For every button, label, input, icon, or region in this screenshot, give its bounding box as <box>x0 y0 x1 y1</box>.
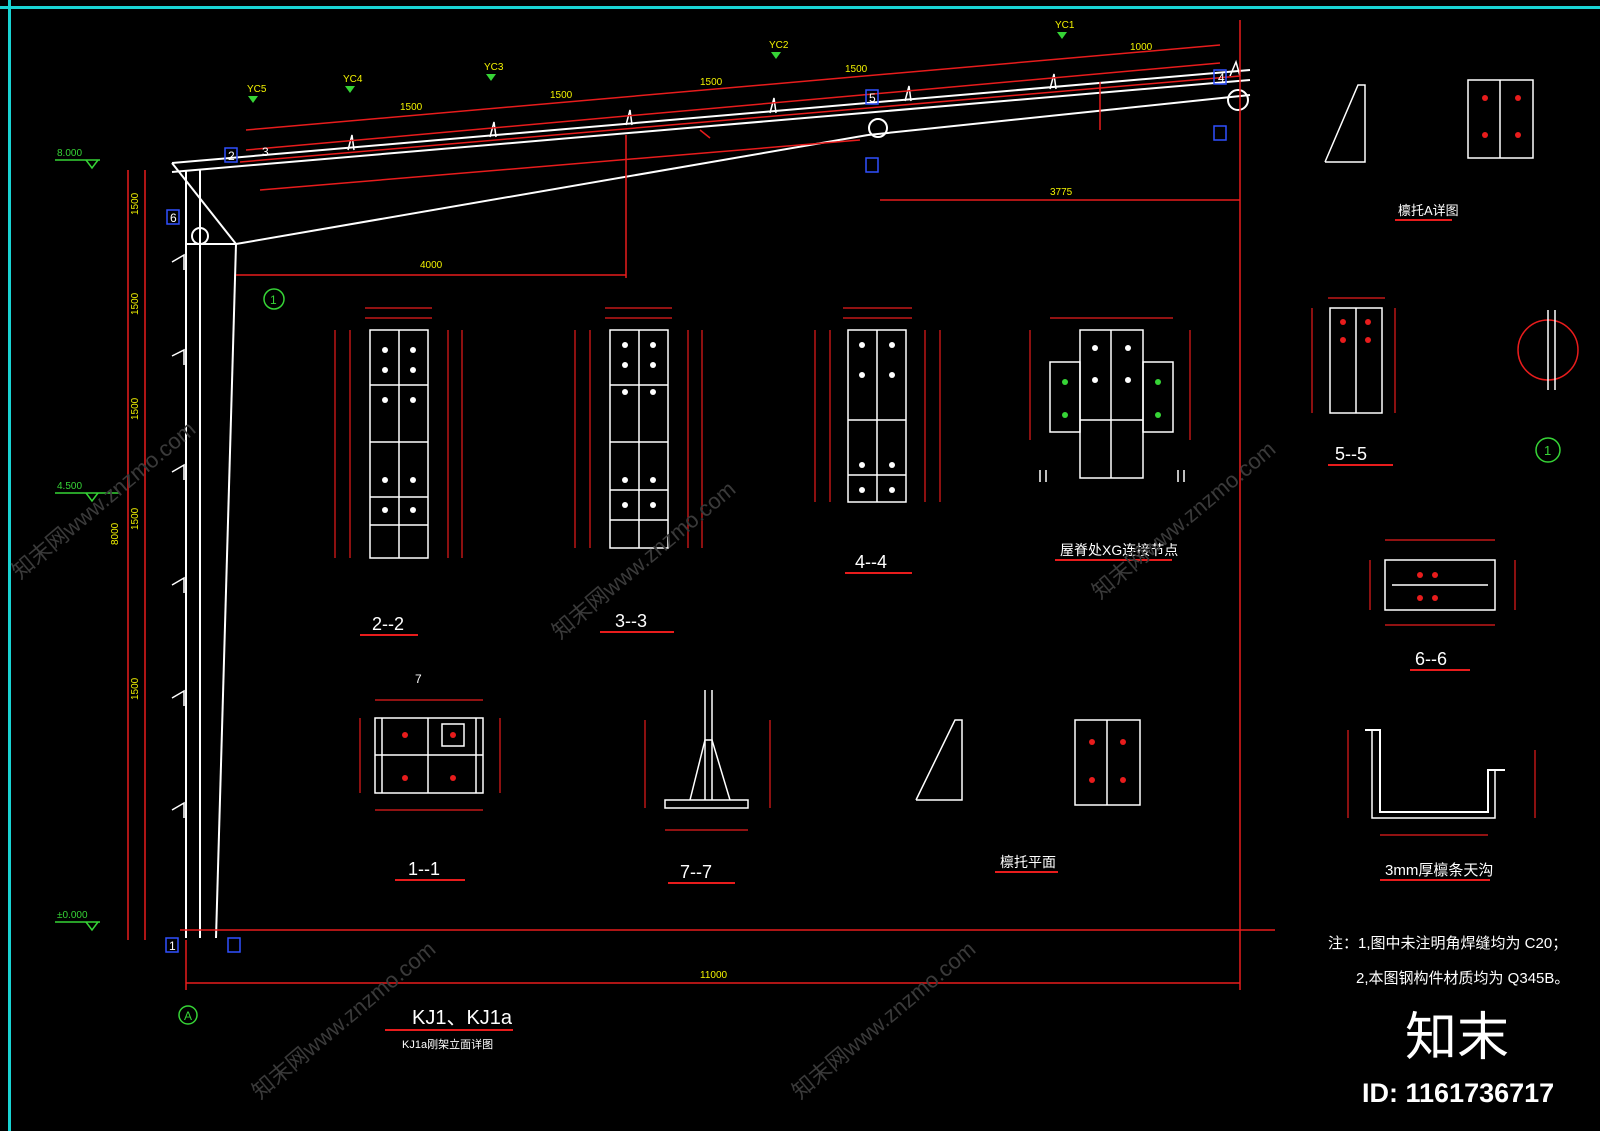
section-title-7-7: 7--7 <box>680 862 712 882</box>
purlin-label-1: YC5 <box>247 84 267 95</box>
detail-7-7: 7--7 <box>644 690 771 884</box>
portal-frame <box>171 69 1251 939</box>
detail-fin-plan: 檩托平面 <box>915 719 1141 873</box>
detail-1-1: 1--1 <box>359 699 501 881</box>
rafter-dim-1: 1500 <box>400 102 423 113</box>
frame-title: KJ1、KJ1a <box>412 1007 513 1029</box>
section-title-bracket-a: 檩托A详图 <box>1398 203 1459 218</box>
dimension-lines <box>127 20 1275 990</box>
section-title-1-1: 1--1 <box>408 859 440 879</box>
section-title-xg: 屋脊处XG连接节点 <box>1060 542 1178 558</box>
purlin-label-3: YC3 <box>484 62 504 73</box>
callout-label-1: 1 <box>270 293 277 307</box>
rafter-dim-4: 1500 <box>845 64 868 75</box>
axis-label-a: A <box>184 1009 192 1023</box>
callout-detail-label: 1 <box>1544 443 1551 458</box>
column-dim-1: 1500 <box>130 192 141 215</box>
section-marker-boxes <box>165 69 1227 953</box>
span-dim: 11000 <box>700 970 728 981</box>
elevation-marks <box>55 159 120 932</box>
section-marker-3: 3 <box>262 145 269 159</box>
frame-subtitle: KJ1a刚架立面详图 <box>402 1037 493 1051</box>
note-line-1: 注：1,图中未注明角焊缝均为 C20； <box>1328 935 1567 952</box>
section-title-gutter: 3mm厚檩条天沟 <box>1385 861 1493 879</box>
column-dim-4: 1500 <box>130 507 141 530</box>
callout-bubble-1 <box>263 288 285 310</box>
tail-dim: 3775 <box>1050 187 1073 198</box>
detail-5-5: 5--5 <box>1311 297 1396 466</box>
section-title-6-6: 6--6 <box>1415 649 1447 669</box>
detail-6-6: 6--6 <box>1369 539 1516 671</box>
section-title-fin: 檩托平面 <box>1000 854 1056 870</box>
section-marker-5: 5 <box>869 91 876 105</box>
elevation-ground: ±0.000 <box>57 910 88 921</box>
ridge-node <box>191 89 1249 245</box>
column-girts <box>171 253 185 818</box>
brand-id: ID: 1161736717 <box>1362 1078 1554 1108</box>
detail-xg: 屋脊处XG连接节点 <box>1029 317 1191 561</box>
watermark-2: 知末网www.znzmo.com <box>787 936 980 1104</box>
brand-logo: 知末 <box>1405 1008 1509 1068</box>
elevation-mid: 4.500 <box>57 481 82 492</box>
detail-3-3: 3--3 <box>574 307 703 633</box>
axis-bubble-a <box>178 1005 198 1025</box>
purlin-label-4: YC2 <box>769 40 789 51</box>
section-title-4-4: 4--4 <box>855 552 887 572</box>
purlin-label-5: YC1 <box>1055 20 1075 31</box>
note-line-2: 2,本图钢构件材质均为 Q345B。 <box>1356 970 1569 987</box>
column-total-dim: 8000 <box>110 522 121 545</box>
section-marker-6: 6 <box>170 211 177 225</box>
section-title-2-2: 2--2 <box>372 614 404 634</box>
purlin-cleats <box>347 59 1241 151</box>
watermark-5: 知末网www.znzmo.com <box>7 416 200 584</box>
left-border <box>8 0 11 1131</box>
detail-callout-circle: 1 <box>1517 310 1579 463</box>
purlin-markers <box>248 32 1067 103</box>
section-marker-7: 7 <box>415 672 422 686</box>
rafter-dim-5: 1000 <box>1130 42 1153 53</box>
column-dim-5: 1500 <box>130 677 141 700</box>
section-marker-1: 1 <box>169 939 176 953</box>
purlin-label-2: YC4 <box>343 74 363 85</box>
column-dim-2: 1500 <box>130 292 141 315</box>
rafter-dim-2: 1500 <box>550 90 573 101</box>
section-marker-4: 4 <box>1218 71 1225 85</box>
section-title-5-5: 5--5 <box>1335 444 1367 464</box>
watermark-4: 知末网www.znzmo.com <box>1087 436 1280 604</box>
rafter-dim-3: 1500 <box>700 77 723 88</box>
detail-gutter: 3mm厚檩条天沟 <box>1347 729 1536 881</box>
rafter-len-dim: 4000 <box>420 260 443 271</box>
column-dim-3: 1500 <box>130 397 141 420</box>
top-border <box>0 6 1600 9</box>
detail-4-4: 4--4 <box>814 307 941 574</box>
elevation-ridge: 8.000 <box>57 148 82 159</box>
section-marker-2: 2 <box>228 149 235 163</box>
detail-bracket-a: 檩托A详图 <box>1324 79 1534 221</box>
section-title-3-3: 3--3 <box>615 611 647 631</box>
detail-2-2: 2--2 <box>334 307 463 636</box>
